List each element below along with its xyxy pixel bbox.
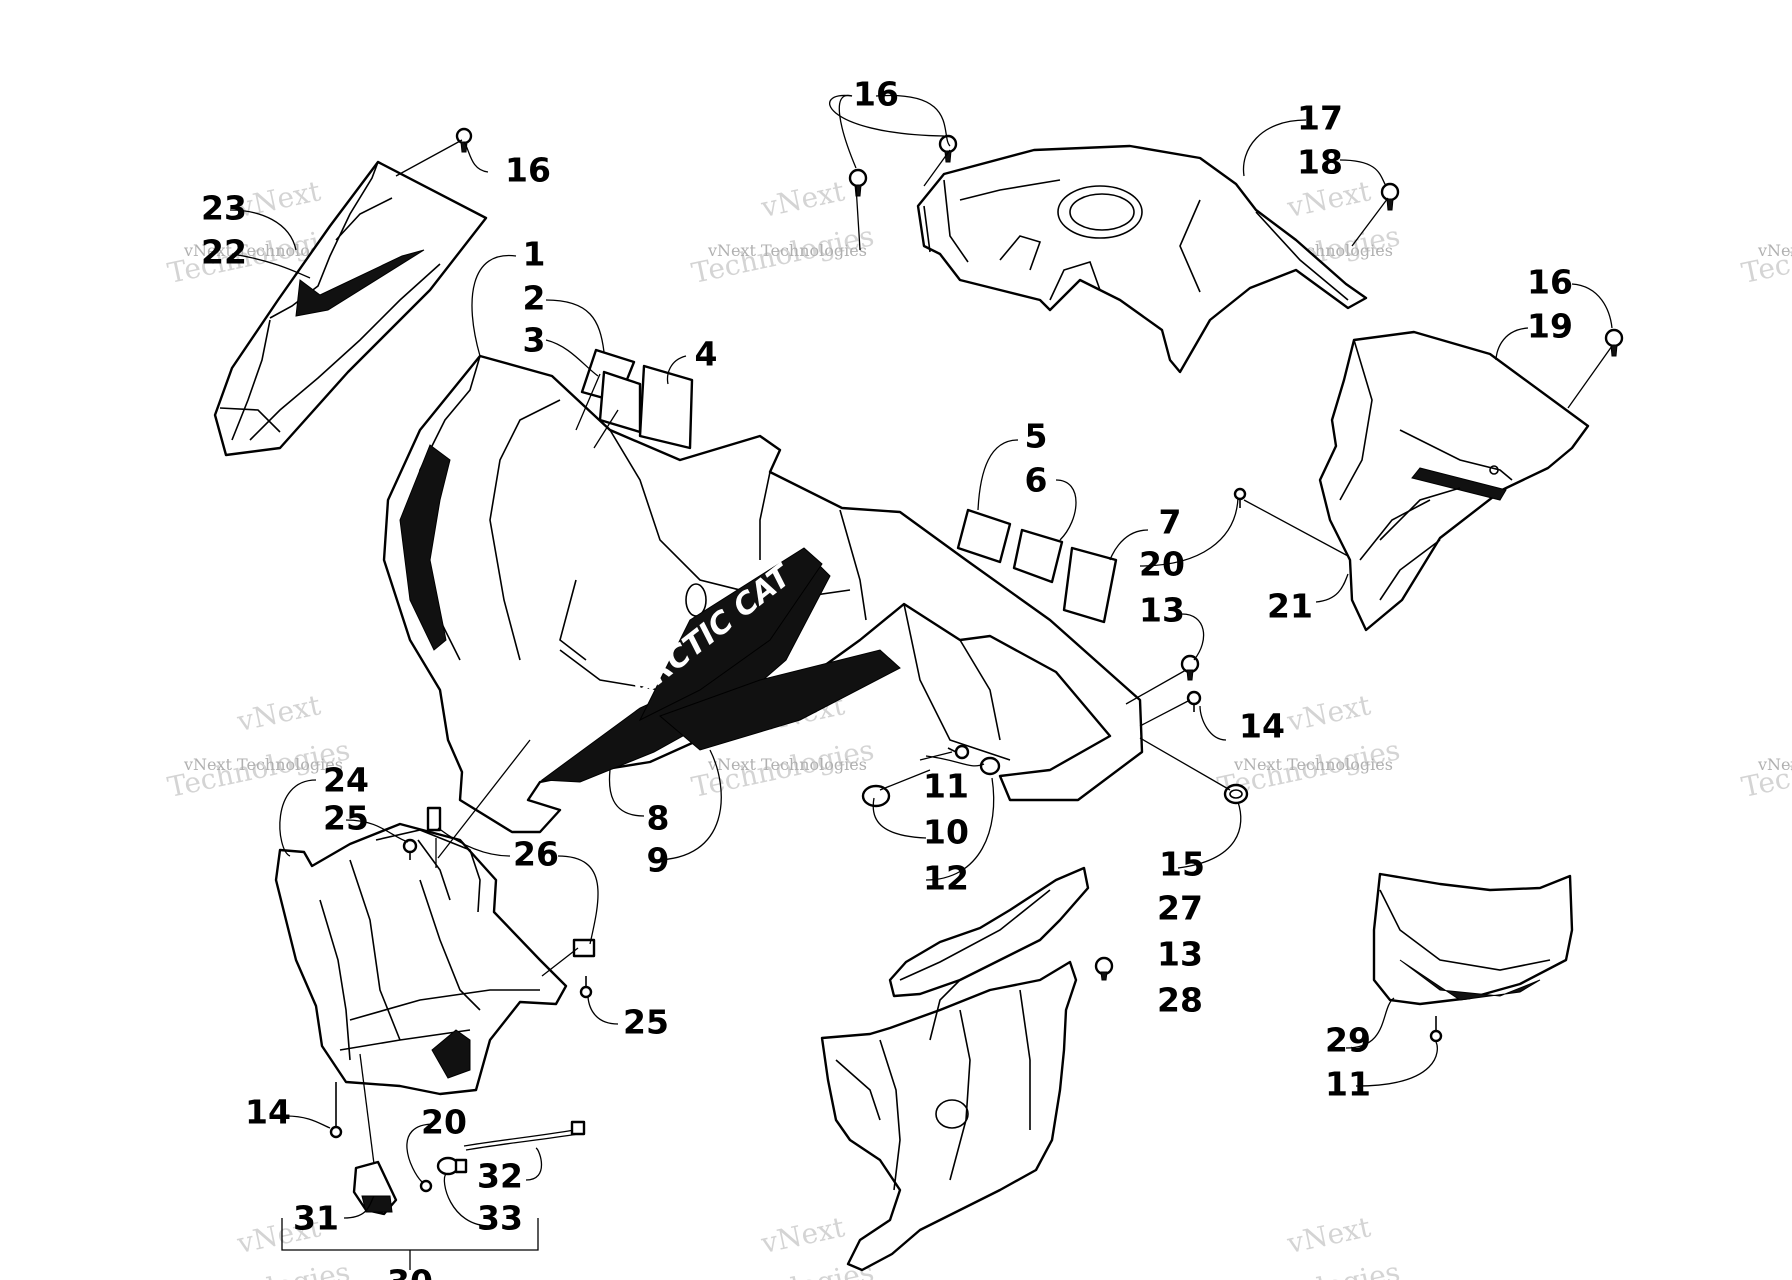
callout-15: 15 — [1159, 845, 1205, 884]
callout-20: 20 — [421, 1103, 467, 1142]
callout-17: 17 — [1297, 99, 1343, 138]
front-fender-part — [382, 354, 1144, 834]
callout-13: 13 — [1157, 935, 1203, 974]
watermark-brand-text: vNext — [234, 174, 325, 224]
watermark-line-text: vNext Technologies — [1233, 755, 1393, 774]
watermark-line-text: vNext Technologies — [183, 1277, 343, 1280]
callout-2: 2 — [523, 279, 546, 318]
callout-18: 18 — [1297, 143, 1343, 182]
callout-28: 28 — [1157, 981, 1203, 1020]
callout-13: 13 — [1139, 591, 1185, 630]
watermark-line-text: vNext Technologies — [1757, 1277, 1792, 1280]
callout-11: 11 — [923, 767, 969, 806]
watermark-line-text: vNext Technologies — [1233, 1277, 1393, 1280]
watermark-line-text: vNext Technologies — [183, 755, 343, 774]
leader-lines — [229, 94, 1613, 1270]
upper-cowl-part — [213, 160, 488, 457]
callout-9: 9 — [647, 841, 670, 880]
front-grille-part — [274, 822, 568, 1096]
callout-27: 27 — [1157, 889, 1203, 928]
callout-1: 1 — [523, 235, 546, 274]
watermark-line-text: vNext Technologies — [707, 241, 867, 260]
callout-11: 11 — [1325, 1065, 1371, 1104]
callout-5: 5 — [1025, 417, 1048, 456]
rear-cover-29-part — [1372, 872, 1574, 1006]
callout-26: 26 — [513, 835, 559, 874]
callout-21: 21 — [1267, 587, 1313, 626]
callout-29: 29 — [1325, 1021, 1371, 1060]
callout-7: 7 — [1159, 503, 1182, 542]
watermark-brand-text: vNext — [234, 688, 325, 738]
callout-14: 14 — [245, 1093, 291, 1132]
callout-22: 22 — [201, 233, 247, 272]
watermark-brand-text: vNext — [758, 1210, 849, 1260]
decals-2-3-4 — [580, 348, 694, 450]
callout-8: 8 — [647, 799, 670, 838]
callout-32: 32 — [477, 1157, 523, 1196]
callout-12: 12 — [923, 859, 969, 898]
watermark-line-text: vNext Technologies — [707, 755, 867, 774]
decals-5-6-7 — [956, 508, 1118, 624]
callout-6: 6 — [1025, 461, 1048, 500]
callout-20: 20 — [1139, 545, 1185, 584]
callout-25: 25 — [323, 799, 369, 838]
watermark-brand-text: vNext — [1284, 688, 1375, 738]
callout-25: 25 — [623, 1003, 669, 1042]
callout-24: 24 — [323, 761, 369, 800]
callout-3: 3 — [523, 321, 546, 360]
watermark-line-text: vNext Technologies — [707, 1277, 867, 1280]
callout-16: 16 — [853, 75, 899, 114]
callout-16: 16 — [505, 151, 551, 190]
callout-19: 19 — [1527, 307, 1573, 346]
callout-30: 30 — [387, 1263, 433, 1280]
watermark-brand-text: vNext — [758, 174, 849, 224]
side-panel-17-part — [916, 144, 1368, 374]
callout-4: 4 — [695, 335, 718, 374]
footwell-panel-part — [820, 866, 1090, 1272]
watermark-brand-text: vNext — [1284, 174, 1375, 224]
callout-33: 33 — [477, 1199, 523, 1238]
watermark-line-text: vNext Technologies — [1757, 241, 1792, 260]
callout-labels: 16 23 22 1 2 3 4 16 17 18 16 19 5 6 7 20… — [201, 75, 1573, 1280]
callout-23: 23 — [201, 189, 247, 228]
callout-16: 16 — [1527, 263, 1573, 302]
watermark-line-text: vNext Technologies — [1757, 755, 1792, 774]
side-panel-19-part — [1318, 330, 1590, 632]
callout-10: 10 — [923, 813, 969, 852]
callout-14: 14 — [1239, 707, 1285, 746]
watermark-line-text: vNext Technologies — [183, 241, 343, 260]
hardware — [329, 127, 1624, 1216]
watermark-brand-text: vNext — [1284, 1210, 1375, 1260]
callout-31: 31 — [293, 1199, 339, 1238]
